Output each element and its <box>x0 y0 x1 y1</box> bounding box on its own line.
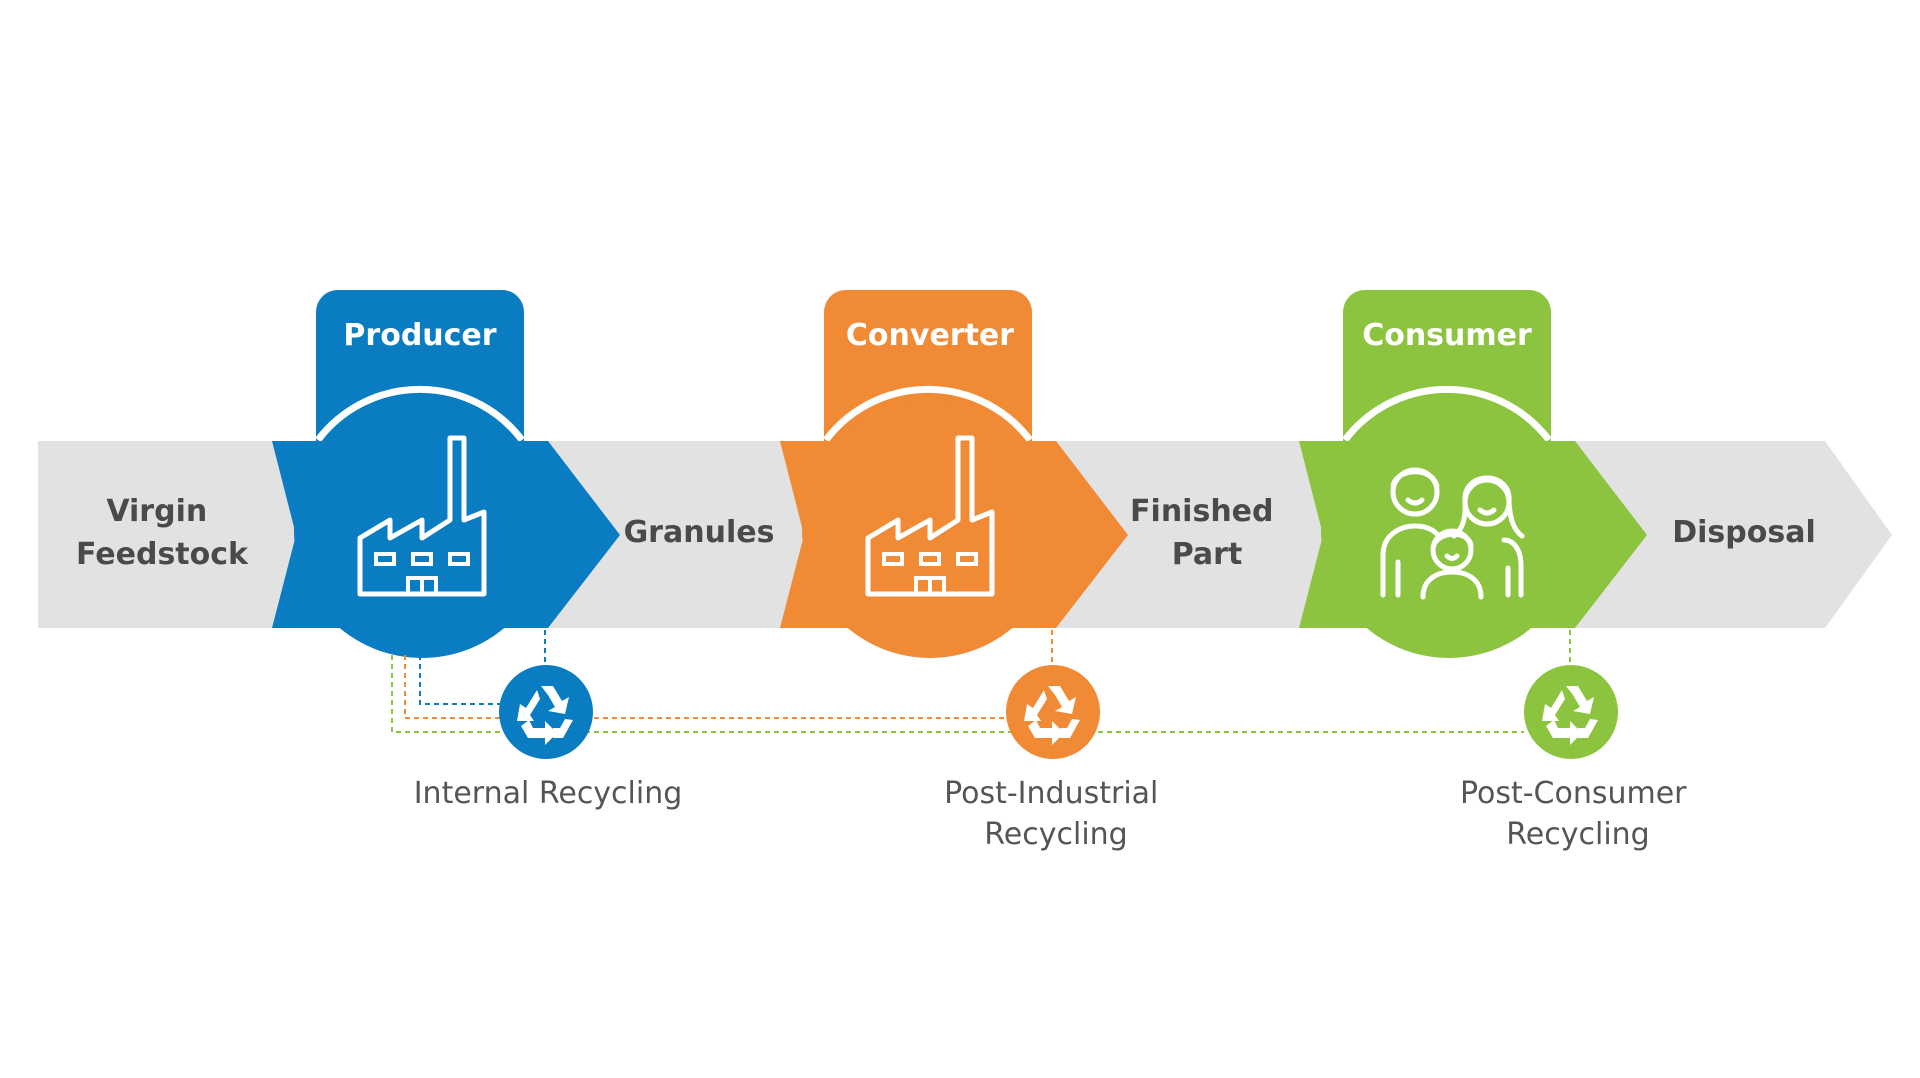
disposal-label: Disposal <box>1672 515 1816 550</box>
post-industrial-recycling-badge <box>1006 665 1100 759</box>
producer-stage: Producer <box>272 290 620 658</box>
producer-title: Producer <box>343 318 496 353</box>
consumer-chevron <box>1299 441 1647 628</box>
consumer-title: Consumer <box>1362 318 1532 353</box>
converter-chevron <box>780 441 1128 628</box>
internal-recycling-badge <box>499 665 593 759</box>
converter-title: Converter <box>846 318 1014 353</box>
recycle-icon <box>517 686 573 745</box>
consumer-stage: Consumer <box>1299 290 1647 658</box>
post-industrial-recycling-label: Post-Industrial Recycling <box>944 776 1168 852</box>
recycle-icon <box>1542 686 1598 745</box>
family-icon <box>1380 467 1525 600</box>
internal-recycling-label: Internal Recycling <box>414 776 683 811</box>
post-consumer-recycling-label: Post-Consumer Recycling <box>1460 776 1696 852</box>
post-consumer-recycling-badge <box>1524 665 1618 759</box>
recycle-icon <box>1024 686 1080 745</box>
granules-label: Granules <box>624 515 775 550</box>
producer-chevron <box>272 441 620 628</box>
converter-stage: Converter <box>780 290 1128 658</box>
virgin-feedstock-label: Virgin Feedstock <box>76 494 249 572</box>
finished-part-label: Finished Part <box>1130 494 1284 572</box>
